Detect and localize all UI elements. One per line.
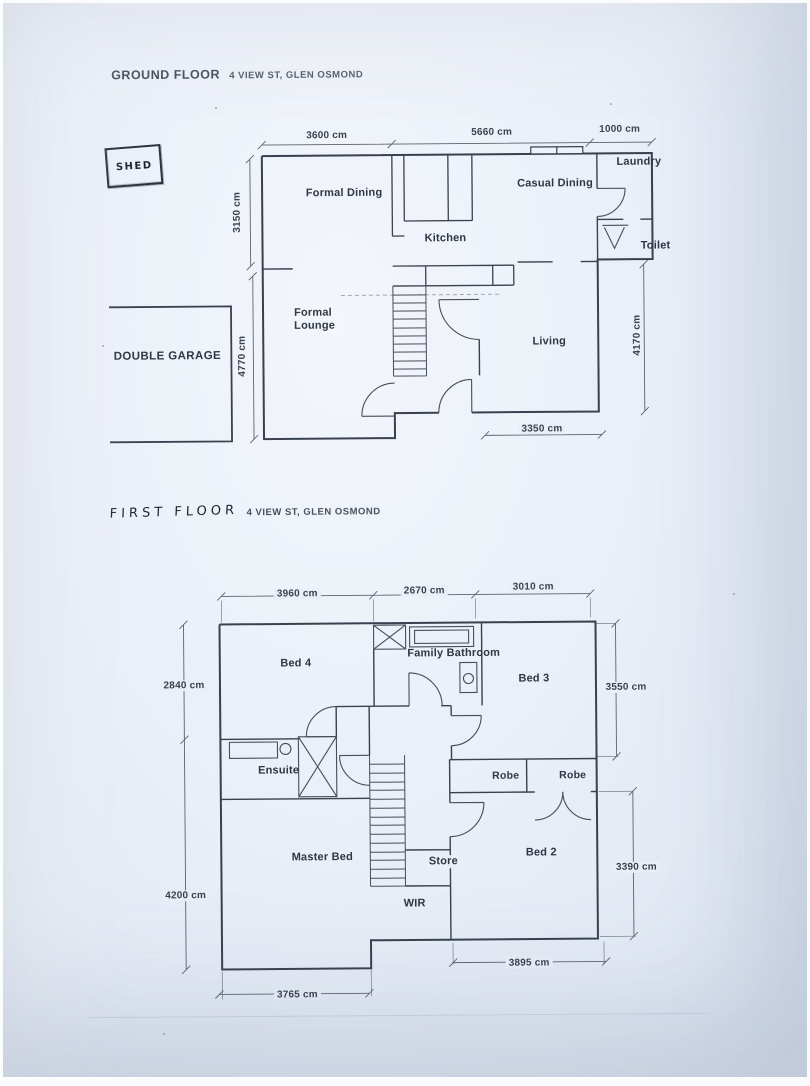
ff-dim-left-upper: 2840 cm: [160, 680, 208, 692]
ff-robe-double-doors: [535, 791, 592, 821]
shed-annotation: SHED: [104, 144, 164, 189]
room-label-bed3: Bed 3: [518, 672, 550, 685]
gf-dim-top-left: 3600 cm: [306, 129, 348, 142]
room-label-casual-dining: Casual Dining: [517, 177, 594, 190]
ff-dim-extensions: [220, 597, 636, 1000]
ff-dim-top-middle: 2670 cm: [400, 585, 448, 597]
first-floor-address: 4 VIEW ST, GLEN OSMOND: [246, 506, 381, 519]
gf-stairs: [340, 285, 501, 377]
gf-dim-left-lower: 4770 cm: [236, 335, 249, 377]
room-label-robe-right: Robe: [559, 769, 587, 782]
ff-ensuite-shower: [297, 735, 338, 798]
ff-walls: [218, 620, 599, 971]
ff-bed4-door: [305, 705, 337, 738]
gf-kitchen-bench: [392, 264, 515, 287]
room-label-family-bathroom: Family Bathroom: [407, 646, 501, 660]
ff-fixtures: [228, 624, 478, 798]
shed-label: SHED: [115, 159, 153, 173]
gf-dim-top-middle: 5660 cm: [471, 126, 513, 138]
room-label-living: Living: [532, 335, 567, 348]
ff-dim-bottom-right: 3895 cm: [505, 957, 553, 969]
ground-floor-address: 4 VIEW ST, GLEN OSMOND: [229, 69, 364, 82]
gf-living-door: [438, 298, 480, 340]
gf-lounge-door: [361, 382, 395, 417]
room-label-bed2: Bed 2: [525, 846, 557, 859]
gf-doors: [361, 187, 626, 417]
ff-master-door: [338, 754, 370, 786]
ff-doors: [305, 672, 592, 838]
room-label-toilet: Toilet: [640, 239, 671, 252]
ff-dim-right-lower: 3390 cm: [612, 861, 660, 873]
ff-dim-ticks: [179, 589, 639, 999]
ff-dim-bottom-left: 3765 cm: [273, 989, 321, 1001]
ff-ensuite-vanity: [228, 741, 292, 759]
gf-walls: [260, 145, 654, 441]
ff-bathroom-door: [408, 672, 443, 706]
room-label-wir: WIR: [403, 897, 426, 910]
ff-bathroom-toilet: [459, 661, 478, 694]
room-label-kitchen: Kitchen: [424, 232, 467, 245]
gf-toilet-fixture: [602, 224, 629, 250]
gf-front-door: [438, 378, 473, 413]
gf-laundry-door: [597, 187, 626, 218]
ff-bed2-door: [449, 801, 485, 838]
room-label-store: Store: [426, 855, 460, 869]
ff-dim-right-upper: 3550 cm: [602, 681, 650, 693]
gf-dim-ticks: [245, 137, 657, 444]
ff-dim-top-right: 3010 cm: [509, 581, 557, 593]
ff-bathtub: [408, 625, 475, 648]
gf-dim-top-right: 1000 cm: [599, 123, 641, 135]
room-label-ensuite: Ensuite: [258, 764, 300, 777]
room-label-robe-left: Robe: [492, 769, 520, 782]
gf-dimension-lines: [245, 137, 657, 444]
gf-dim-left-upper: 3150 cm: [231, 191, 243, 233]
room-label-formal-lounge: Formal Lounge: [293, 306, 336, 332]
ff-dim-top-left: 3960 cm: [273, 588, 321, 600]
ff-stairs: [369, 755, 407, 887]
room-label-formal-dining: Formal Dining: [305, 186, 383, 200]
room-label-laundry: Laundry: [616, 155, 662, 168]
gf-dim-bottom: 3350 cm: [518, 423, 566, 435]
gf-kitchen-counter: [391, 154, 473, 237]
room-label-master-bed: Master Bed: [291, 850, 354, 864]
room-label-double-garage: DOUBLE GARAGE: [113, 349, 222, 363]
ff-bed3-door: [451, 714, 482, 747]
gf-garage-outline: [108, 305, 233, 444]
room-label-bed4: Bed 4: [280, 657, 312, 670]
ground-floor-title: GROUND FLOOR: [111, 67, 221, 83]
ff-bathroom-shower: [372, 624, 407, 650]
ff-dim-left-lower: 4200 cm: [162, 890, 210, 902]
gf-dim-right: 4170 cm: [631, 314, 643, 356]
photographed-floor-plan-page: GROUND FLOOR 4 VIEW ST, GLEN OSMOND SHED…: [3, 3, 807, 1077]
